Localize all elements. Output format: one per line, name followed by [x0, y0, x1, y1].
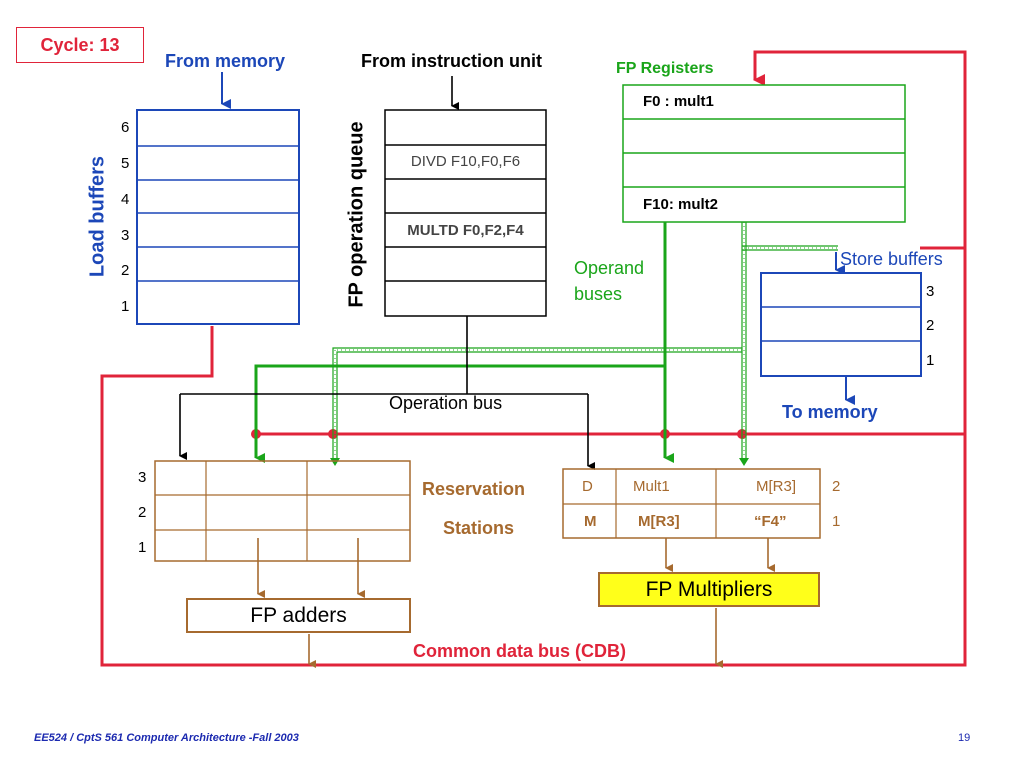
operand-buses-label: Operand — [574, 258, 645, 278]
from-instruction-unit-label: From instruction unit — [361, 51, 542, 71]
page-number: 19 — [958, 732, 971, 744]
load-buffer-number: 5 — [121, 155, 130, 172]
stations-label: Stations — [443, 518, 515, 538]
operand-bus-hatch-ticks — [334, 222, 838, 458]
operand-bus-solid — [254, 222, 674, 463]
load-buffer-number: 6 — [121, 119, 130, 136]
mult-rs-table — [562, 468, 821, 539]
mult-rs-src2: “F4” — [754, 513, 787, 530]
op-queue-entry: DIVD F10,F0,F6 — [410, 153, 521, 170]
mult-rs-op: D — [582, 478, 593, 495]
store-buffer-number: 2 — [926, 317, 935, 334]
fp-registers-label: FP Registers — [616, 60, 714, 77]
load-buffer-number: 2 — [121, 262, 130, 279]
load-buffers-label: Load buffers — [86, 155, 109, 278]
operand-buses-label: buses — [574, 284, 623, 304]
operand-bus-arrow — [739, 458, 749, 466]
mult-rs-op: M — [584, 513, 597, 530]
cdb-label: Common data bus (CDB) — [413, 641, 626, 661]
store-buffer-number: 1 — [926, 352, 935, 369]
reservation-label: Reservation — [422, 479, 526, 499]
operand-bus-hatched — [332, 222, 838, 458]
cycle-counter: Cycle: 13 — [16, 27, 144, 63]
store-buffers-table — [760, 272, 922, 377]
adder-rs-number: 1 — [138, 539, 147, 556]
cdb-wires — [100, 50, 967, 667]
op-queue-entry: MULTD F0,F2,F4 — [407, 222, 524, 239]
store-buffer-number: 3 — [926, 283, 935, 300]
operation-bus-label: Operation bus — [389, 393, 503, 413]
fp-registers-table — [622, 84, 906, 223]
store-buffers-label: Store buffers — [840, 249, 943, 269]
load-buffer-number: 4 — [121, 191, 130, 208]
from-memory-label: From memory — [165, 51, 286, 71]
course-footer: EE524 / CptS 561 Computer Architecture -… — [34, 732, 299, 744]
fp-register-entry: F0 : mult1 — [643, 93, 714, 110]
load-buffers-table — [136, 109, 300, 325]
adder-rs-number: 2 — [138, 504, 147, 521]
load-buffer-number: 1 — [121, 298, 130, 315]
adder-rs-table — [154, 460, 411, 562]
operation-bus — [179, 76, 595, 470]
adder-rs-number: 3 — [138, 469, 147, 486]
op-queue-table — [384, 109, 547, 317]
mult-rs-number: 2 — [832, 478, 841, 495]
mult-rs-number: 1 — [832, 513, 841, 530]
mult-rs-src2: M[R3] — [756, 478, 797, 495]
fp-register-entry: F10: mult2 — [643, 196, 719, 213]
rs-output-arrows — [257, 538, 775, 668]
to-memory-label: To memory — [782, 402, 878, 422]
fp-multipliers-unit: FP Multipliers — [598, 572, 820, 607]
mult-rs-src1: M[R3] — [638, 513, 680, 530]
fp-adders-unit: FP adders — [186, 598, 411, 633]
fp-operation-queue-label: FP operation queue — [345, 121, 368, 308]
memory-arrows — [221, 72, 855, 405]
mult-rs-src1: Mult1 — [633, 478, 670, 495]
operand-bus-arrow — [330, 458, 340, 466]
load-buffer-number: 3 — [121, 227, 130, 244]
